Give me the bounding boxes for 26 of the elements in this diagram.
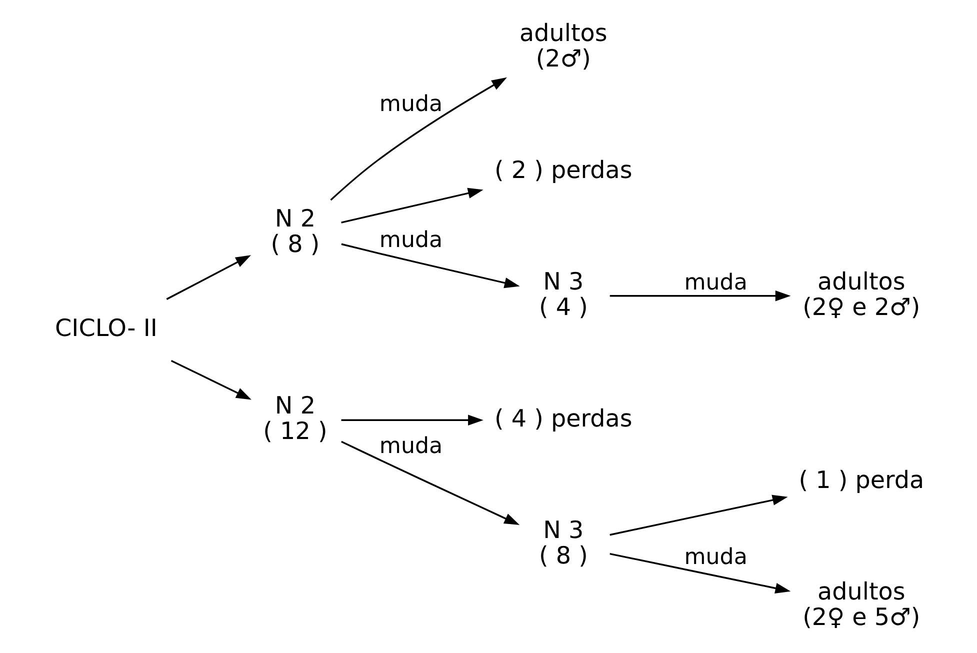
node-text: N 3 ( 4 )	[538, 267, 588, 321]
arrow	[610, 494, 788, 536]
arrow	[610, 552, 791, 594]
node-text: N 2 ( 12 )	[263, 392, 328, 446]
node-text: N 3 ( 8 )	[538, 516, 588, 570]
edge-label: muda	[684, 544, 748, 570]
edge-label: muda	[379, 227, 443, 254]
arrow	[341, 414, 484, 426]
arrow	[610, 290, 791, 302]
arrow	[341, 243, 520, 288]
node-text: ( 2 ) perdas	[494, 156, 632, 184]
node-text: adultos (2♀ e 2♂)	[802, 267, 920, 321]
edge-label: muda	[379, 90, 443, 117]
node-text: ( 1 ) perda	[798, 466, 924, 494]
arrow	[341, 188, 484, 224]
edge-label: muda	[684, 270, 748, 296]
arrow	[170, 360, 252, 400]
node-text: ( 4 ) perdas	[494, 404, 632, 432]
node-text: CICLO- II	[55, 314, 158, 342]
arrow	[341, 440, 520, 526]
arrow	[166, 255, 251, 300]
arrow	[330, 77, 507, 201]
edge-label: muda	[379, 433, 443, 460]
node-text: adultos (2♀ e 5♂)	[802, 577, 920, 631]
node-text: adultos (2♂)	[520, 18, 608, 72]
node-text: N 2 ( 8 )	[270, 204, 320, 258]
